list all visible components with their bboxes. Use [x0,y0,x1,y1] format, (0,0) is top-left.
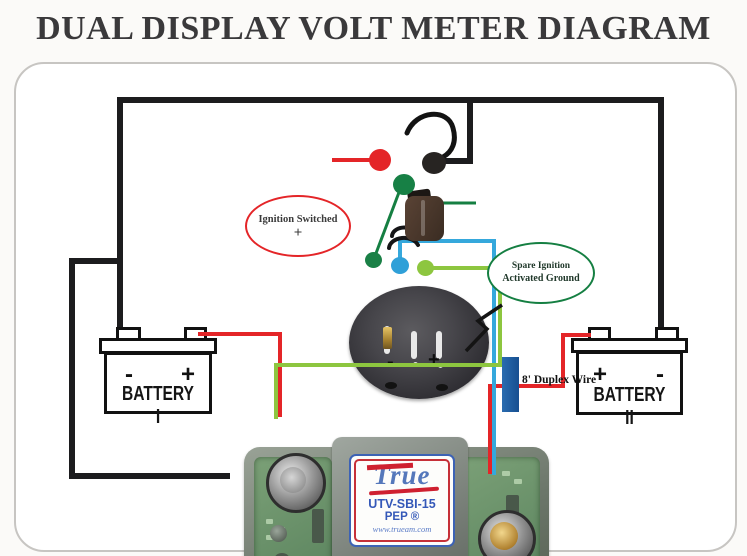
battery1-name: BATTERY I [122,383,194,428]
spare-ignition-callout: Spare Ignition Activated Ground [487,242,595,304]
green-wire-h2 [274,363,502,367]
battery-isolator-module: True UTV-SBI-15 PEP ® www.trueam.com [244,437,549,556]
black-ground-left-vertical [69,258,75,479]
battery2-name: BATTERY II [593,384,666,429]
gauge-blue-terminal-dot [391,257,409,274]
battery1-body: - + BATTERY I [104,352,212,428]
ignition-switched-callout: Ignition Switched + [245,195,351,257]
blue-wire-v1 [398,239,402,267]
overlay-curves [373,111,503,353]
black-terminal-dot [422,152,446,174]
black-wire-left-vertical [117,97,123,329]
black-ground-bottom [69,473,230,479]
battery2-plus-sign: + [593,361,608,388]
red-wire-bat2-v1 [561,333,565,388]
ignition-callout-line1: Ignition Switched [258,214,338,226]
red-wire-bat2-h2 [488,384,565,388]
black-ground-branch [72,258,123,264]
gauge-green-terminal-dot [365,252,382,268]
battery1-minus-sign: - [125,361,133,388]
spare-callout-line2: Activated Ground [502,272,580,284]
gauge-lightgreen-terminal-dot [417,260,434,276]
black-wire-fuse-horizontal [445,158,473,164]
blue-wire-v2 [492,239,496,475]
duplex-wire-label: 8' Duplex Wire [522,374,597,386]
red-wire-ignition [332,158,380,162]
pep-text: PEP ® [384,511,420,523]
fuse-holder [405,196,444,241]
meter-hole-right [436,384,448,391]
label-red-border [354,459,450,542]
module-screw [270,525,287,542]
website-text: www.trueam.com [372,524,432,534]
volt-meter-gauge: - + [349,286,489,399]
green-wire-h1 [426,266,501,270]
blue-wire-h1 [398,239,496,243]
true-logo: True [357,462,447,495]
meter-hole-left [385,382,397,389]
battery2-minus-sign: - [656,361,664,388]
red-wire-bat2-h1 [561,333,591,337]
gold-pin [383,327,392,349]
meter-minus-sign: - [387,351,394,373]
black-wire-right-vertical [658,97,664,328]
red-wire-bat1-h [198,332,281,336]
diagram-panel: True UTV-SBI-15 PEP ® www.trueam.com [14,62,737,556]
red-wire-bat2-v2 [488,384,492,474]
isolator-left-post-center [280,467,306,493]
battery2-body: + - BATTERY II [576,351,683,429]
isolator-right-post-brass [490,522,518,550]
gauge-arc-large [387,235,420,250]
meter-slot-middle [411,331,417,359]
green-terminal-dot [393,174,415,195]
model-text: UTV-SBI-15 [368,497,436,511]
black-wire-fuse-drop [467,97,473,162]
battery1-plus-sign: + [180,361,195,388]
wire-break-symbol [464,303,503,353]
ignition-callout-line2: + [293,224,303,241]
duplex-wire-block [502,357,519,412]
black-wire-top [117,97,664,103]
dark-green-wire-to-gauge [373,186,403,257]
meter-slot-right [436,331,442,359]
fuse-holder-shine [421,200,425,236]
fuse-loop-wire [404,111,457,160]
red-wire-bat1-v [278,332,282,417]
isolator-label: True UTV-SBI-15 PEP ® www.trueam.com [349,454,455,547]
green-wire-v2 [274,363,278,419]
page-title: DUAL DISPLAY VOLT METER DIAGRAM [36,10,711,47]
spare-callout-line1: Spare Ignition [511,260,571,271]
green-wire-v1 [498,266,502,367]
red-terminal-dot [369,149,391,171]
meter-plus-sign: + [428,349,440,371]
isolator-center-block: True UTV-SBI-15 PEP ® www.trueam.com [332,437,468,556]
